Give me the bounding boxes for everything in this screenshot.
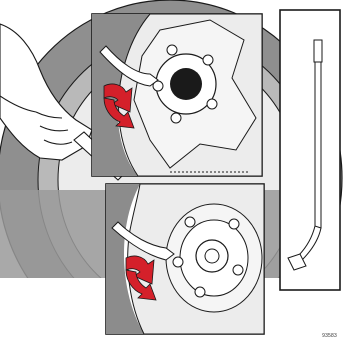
detail-panel-top [92, 14, 262, 176]
figure-reference-code: 93583 [322, 333, 337, 339]
tool-panel [280, 10, 340, 290]
detail-panel-bottom [106, 184, 264, 334]
